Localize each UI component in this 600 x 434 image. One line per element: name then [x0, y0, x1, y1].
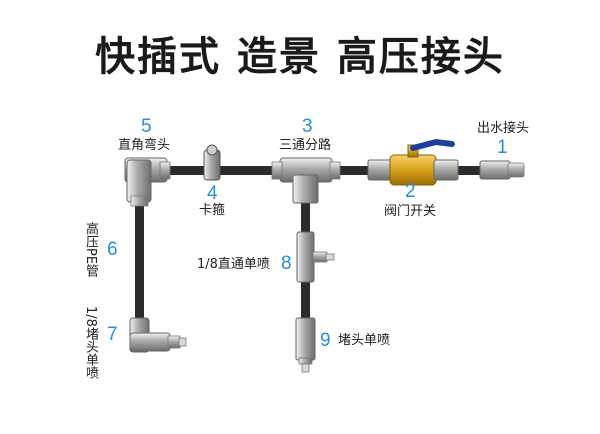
part-number-2: 2	[405, 181, 416, 202]
elbow-fitting	[124, 157, 171, 207]
part-label-5: 直角弯头	[118, 138, 171, 153]
inline-nozzle	[296, 231, 335, 283]
part-number-4: 4	[207, 183, 218, 204]
part-number-7: 7	[107, 324, 118, 345]
ball-valve	[367, 138, 459, 186]
part-label-3: 三通分路	[279, 138, 332, 153]
plug-elbow-nozzle	[129, 317, 187, 353]
tee-fitting	[271, 157, 341, 204]
page-title: 快插式 造景 高压接头	[95, 34, 505, 80]
part-number-9: 9	[320, 330, 331, 351]
left-pipe	[135, 182, 144, 332]
part-label-9: 堵头单喷	[338, 333, 391, 348]
part-number-1: 1	[497, 137, 508, 158]
part-label-4: 卡箍	[199, 203, 226, 218]
part-label-2: 阀门开关	[384, 204, 437, 219]
outlet-connector	[479, 160, 525, 180]
part-label-7: 1/8堵头单喷	[83, 306, 98, 379]
part-number-5: 5	[141, 116, 152, 137]
part-number-8: 8	[281, 253, 292, 274]
part-number-6: 6	[107, 239, 118, 260]
part-label-8: 1/8直通单喷	[197, 257, 270, 272]
part-label-6: 高压PE管	[83, 222, 98, 278]
clamp	[203, 144, 221, 181]
plug-nozzle	[295, 317, 316, 373]
part-number-3: 3	[302, 116, 313, 137]
part-label-1: 出水接头	[477, 121, 530, 136]
